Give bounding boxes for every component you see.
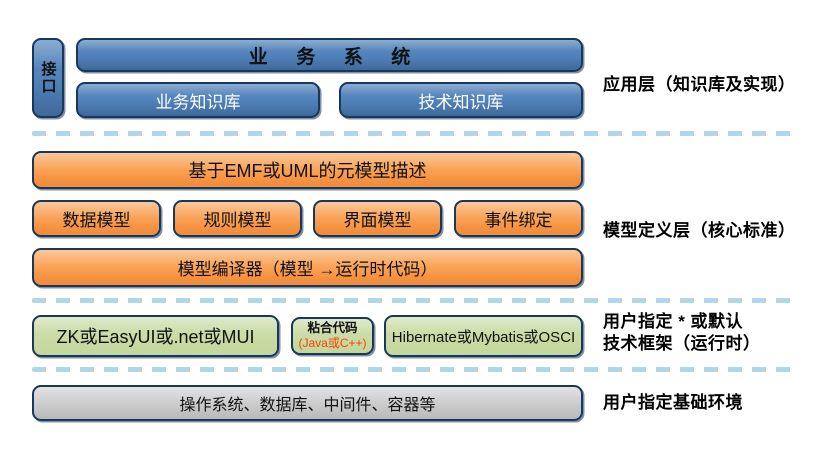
tech-kb-box: 技术知识库 [339, 82, 583, 118]
base-environment-label: 操作系统、数据库、中间件、容器等 [179, 397, 436, 414]
framework-layer-label: 用户指定 * 或默认 技术框架（运行时） [603, 311, 761, 355]
separator-line-3 [32, 367, 800, 372]
model-layer-label: 模型定义层（核心标准） [603, 221, 796, 240]
framework-layer-label-line2: 技术框架（运行时） [603, 334, 761, 353]
separator-line-2 [32, 298, 800, 303]
ui-model-box: 界面模型 [313, 200, 442, 237]
ui-framework-label: ZK或EasyUI或.net或MUI [56, 327, 255, 347]
base-layer-label: 用户指定基础环境 [603, 393, 743, 412]
base-environment-box: 操作系统、数据库、中间件、容器等 [32, 385, 583, 421]
business-system-box: 业务系统 [76, 38, 583, 72]
model-compiler-box: 模型编译器（模型 →运行时代码） [32, 248, 583, 287]
business-kb-box: 业务知识库 [76, 82, 320, 118]
event-binding-box: 事件绑定 [454, 200, 583, 237]
data-model-label: 数据模型 [62, 211, 131, 230]
tech-kb-label: 技术知识库 [418, 92, 504, 112]
meta-model-label: 基于EMF或UML的元模型描述 [188, 161, 427, 181]
separator-line-1 [32, 131, 800, 136]
interface-label: 接口 [39, 61, 57, 95]
orm-framework-label: Hibernate或Mybatis或OSCI [391, 328, 576, 346]
ui-model-label: 界面模型 [343, 211, 412, 230]
glue-code-box: 粘合代码 (Java或C++) [291, 317, 374, 355]
business-system-label: 业务系统 [248, 46, 439, 68]
model-compiler-label: 模型编译器（模型 →运行时代码） [177, 260, 438, 279]
framework-layer-label-line1: 用户指定 * 或默认 [603, 312, 744, 331]
business-kb-label: 业务知识库 [155, 92, 241, 112]
rule-model-label: 规则模型 [203, 211, 272, 230]
orm-framework-box: Hibernate或Mybatis或OSCI [384, 315, 583, 357]
app-layer-label: 应用层（知识库及实现） [603, 75, 796, 94]
glue-code-title: 粘合代码 [307, 321, 358, 335]
meta-model-box: 基于EMF或UML的元模型描述 [32, 151, 583, 189]
rule-model-box: 规则模型 [173, 200, 302, 237]
event-binding-label: 事件绑定 [484, 211, 553, 230]
interface-box: 接口 [32, 38, 64, 118]
glue-code-subtitle: (Java或C++) [298, 336, 367, 350]
ui-framework-box: ZK或EasyUI或.net或MUI [32, 315, 279, 357]
data-model-box: 数据模型 [32, 200, 161, 237]
